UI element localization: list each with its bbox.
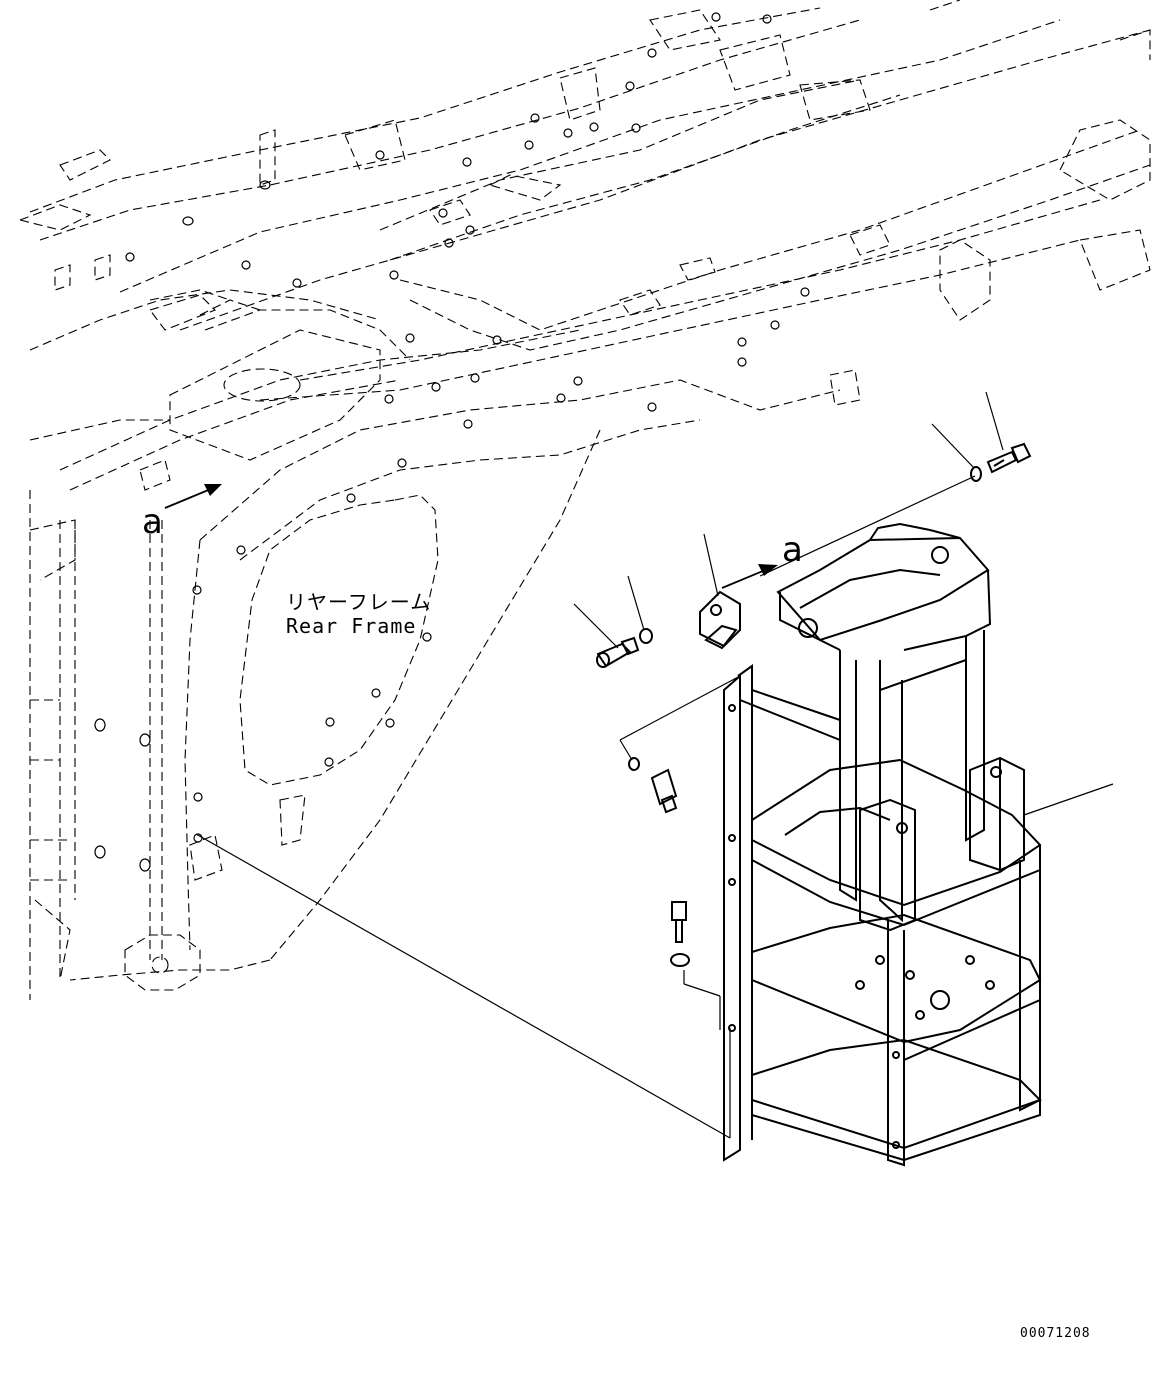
leader-lines (195, 391, 1114, 1139)
bolt-icon (671, 901, 687, 943)
assembly-reference-arrow (721, 564, 778, 589)
washer-icon (670, 953, 690, 967)
washer-icon (970, 466, 982, 482)
rear-frame-label-japanese: リヤーフレーム (286, 590, 432, 614)
frame-bolt-holes (94, 12, 810, 872)
rear-frame-label: リヤーフレーム Rear Frame (286, 590, 431, 638)
rear-frame-label-english: Rear Frame (286, 614, 417, 638)
bolt-icon (596, 636, 640, 668)
rear-frame-outline (18, 0, 1151, 1000)
arrow-icon (204, 484, 222, 496)
washer-icon (639, 628, 653, 644)
frame-reference-arrow (164, 484, 222, 509)
cage-assembly (723, 522, 1042, 1167)
arrow-icon (758, 564, 778, 576)
bolt-icon (986, 442, 1032, 474)
frame-reference-mark: a (142, 502, 163, 542)
bolt-and-washer-set (596, 442, 1032, 967)
bolt-icon (650, 768, 678, 814)
drawing-number: 00071208 (1020, 1326, 1091, 1341)
washer-icon (628, 757, 640, 771)
assembly-reference-mark: a (782, 530, 803, 570)
